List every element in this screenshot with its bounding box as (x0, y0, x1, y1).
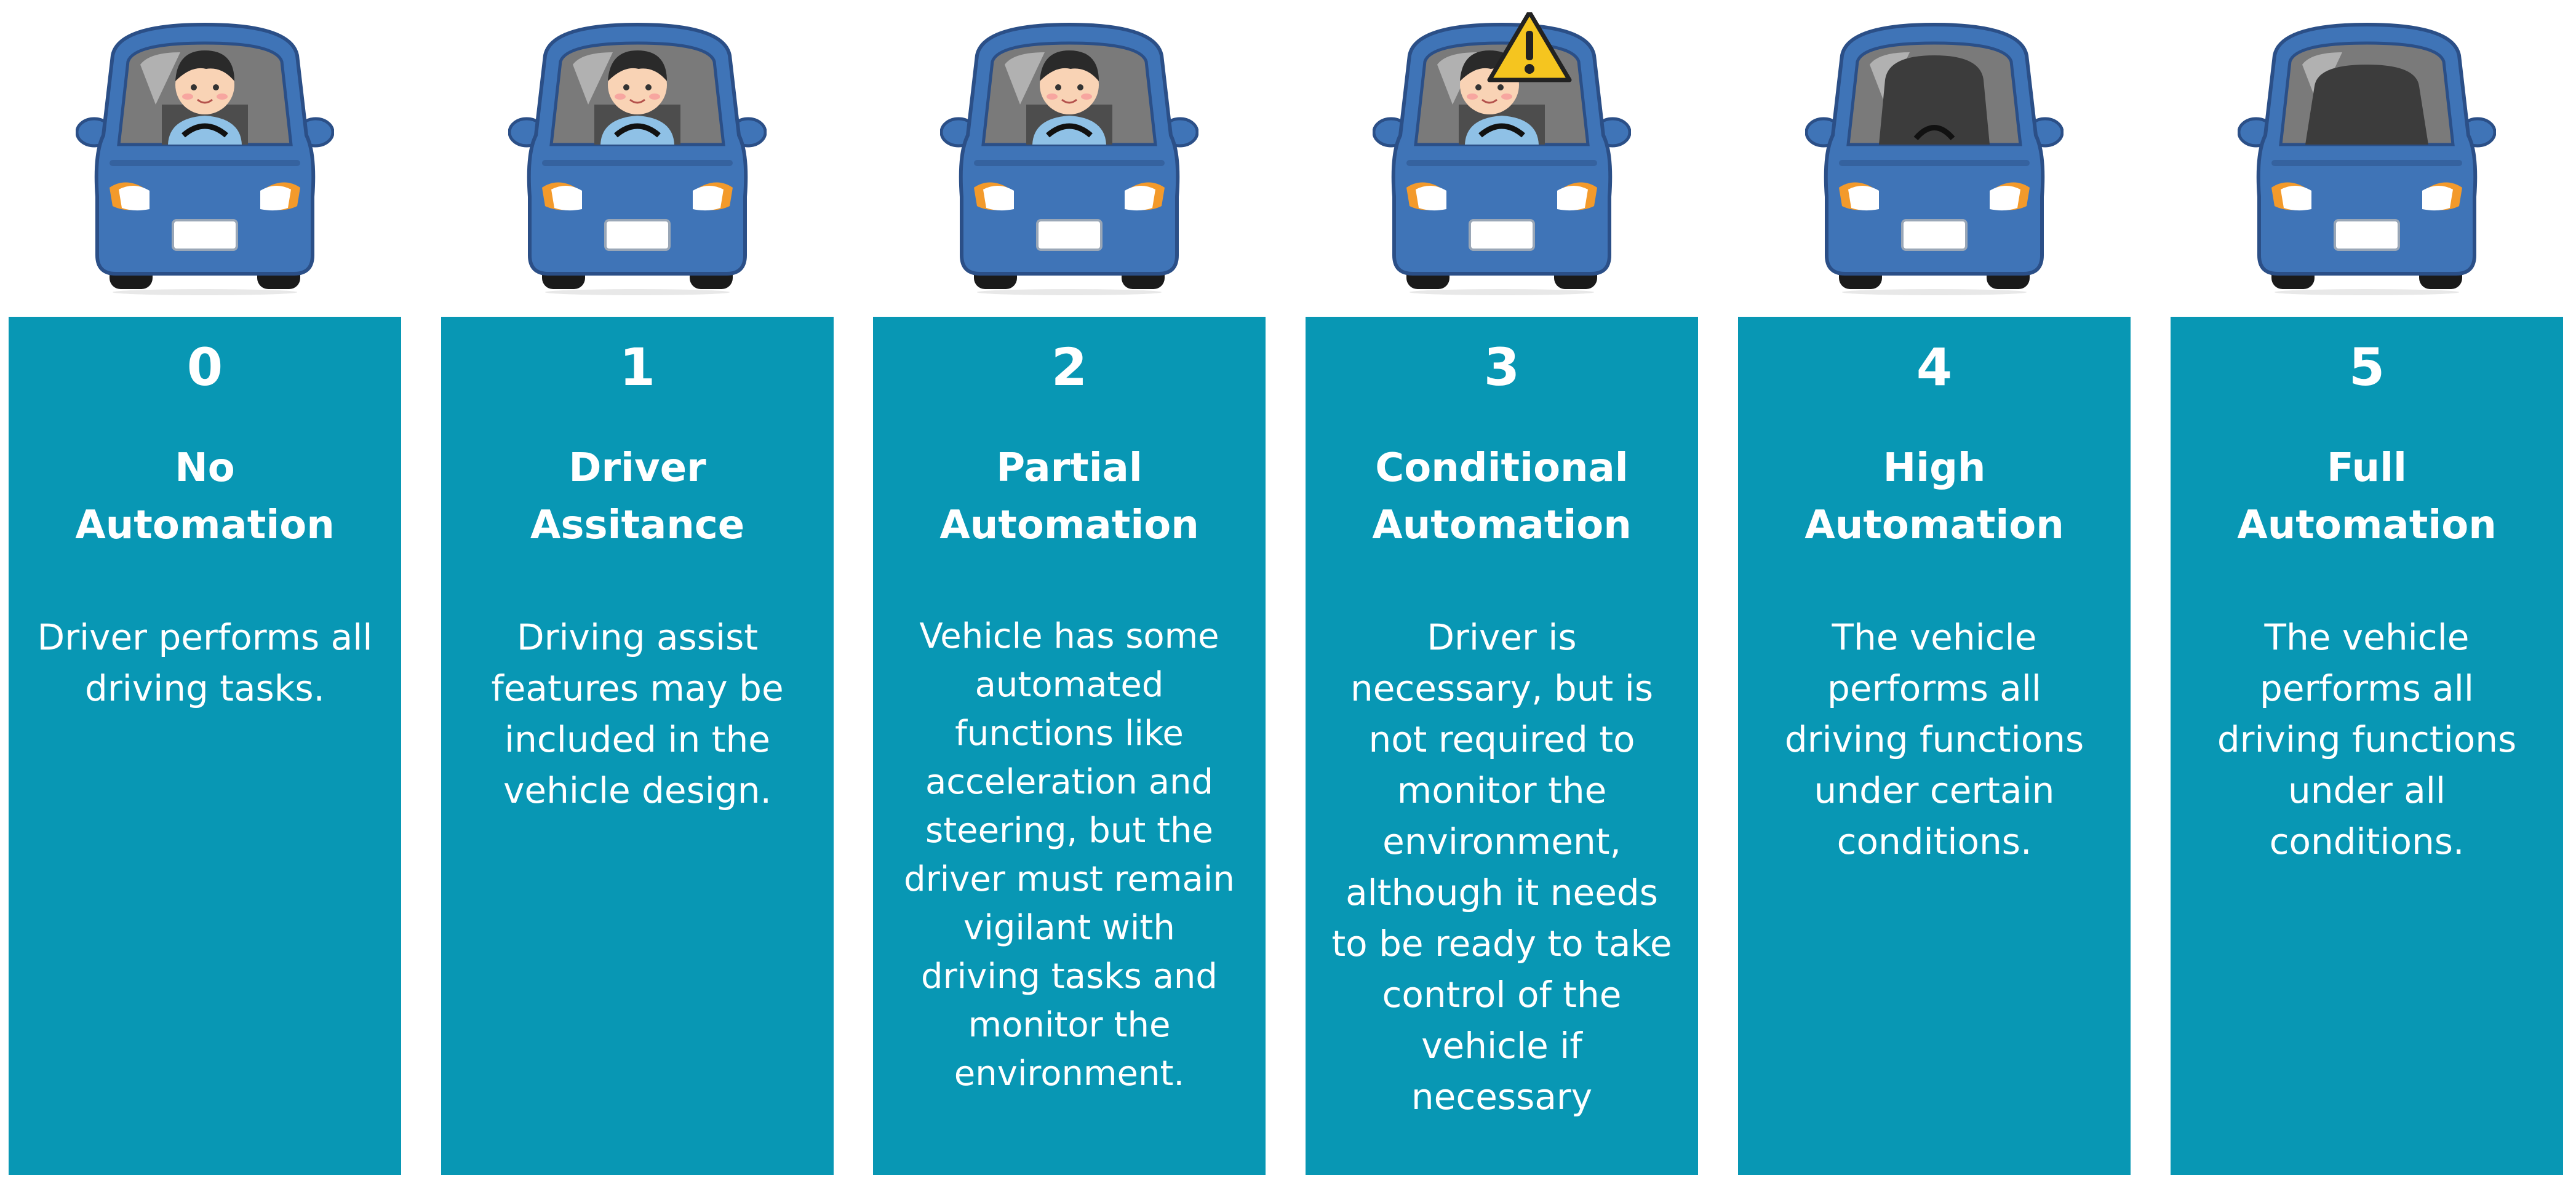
level-2-desc-line: driving tasks and (921, 956, 1218, 996)
level-5-desc-line: under all (2287, 769, 2446, 811)
car-with-driver-icon (508, 22, 767, 295)
level-4-title-line: High (1883, 445, 1986, 491)
level-1-title-line: Driver (568, 445, 706, 491)
level-4-desc-line: performs all (1827, 667, 2041, 709)
level-1-column: 1 Driver Assitance Driving assist featur… (441, 0, 834, 1197)
level-5-title-line: Automation (2237, 503, 2497, 548)
level-3-desc-line: not required to (1368, 718, 1635, 760)
level-1-number: 1 (619, 337, 656, 397)
level-5-desc-line: The vehicle (2264, 616, 2470, 658)
level-5-desc-line: conditions. (2269, 821, 2465, 862)
level-3-desc-line: vehicle if (1421, 1025, 1582, 1067)
level-0-column: 0 No Automation Driver performs all driv… (9, 0, 401, 1197)
level-4-title: High Automation (1738, 440, 2131, 554)
level-4-desc-line: under certain (1814, 769, 2055, 811)
car-illustration-level-4 (1738, 12, 2131, 295)
level-0-desc-line: driving tasks. (85, 667, 325, 709)
level-1-card: 1 Driver Assitance Driving assist featur… (441, 317, 834, 1175)
car-illustration-level-2 (873, 12, 1266, 295)
level-3-title-line: Automation (1372, 503, 1632, 548)
level-2-description: Vehicle has some automated functions lik… (891, 612, 1247, 1098)
level-3-desc-line: Driver is (1427, 616, 1577, 658)
level-4-desc-line: The vehicle (1832, 616, 2037, 658)
level-5-column: 5 Full Automation The vehicle performs a… (2171, 0, 2563, 1197)
level-2-desc-line: environment. (954, 1054, 1185, 1094)
level-2-desc-line: functions like (955, 714, 1184, 754)
level-5-number: 5 (2348, 337, 2385, 397)
level-1-desc-line: included in the (504, 718, 770, 760)
level-2-column: 2 Partial Automation Vehicle has some au… (873, 0, 1266, 1197)
car-without-driver-icon (1805, 22, 2064, 295)
level-0-desc-line: Driver performs all (37, 616, 373, 658)
level-3-number: 3 (1483, 337, 1520, 397)
level-1-title-line: Assitance (530, 503, 745, 548)
level-5-desc-line: driving functions (2217, 718, 2517, 760)
level-5-card: 5 Full Automation The vehicle performs a… (2171, 317, 2563, 1175)
level-4-desc-line: conditions. (1836, 821, 2032, 862)
level-4-column: 4 High Automation The vehicle performs a… (1738, 0, 2131, 1197)
level-2-desc-line: acceleration and (925, 762, 1214, 802)
level-2-title-line: Automation (939, 503, 1199, 548)
level-5-desc-line: performs all (2260, 667, 2474, 709)
level-2-number: 2 (1051, 337, 1088, 397)
car-without-driver-icon (2238, 22, 2496, 295)
level-0-title: No Automation (9, 440, 401, 554)
level-2-desc-line: steering, but the (925, 811, 1213, 851)
level-4-title-line: Automation (1804, 503, 2064, 548)
level-0-description: Driver performs all driving tasks. (27, 612, 383, 714)
level-4-description: The vehicle performs all driving functio… (1757, 612, 2112, 867)
level-3-column: 3 Conditional Automation Driver is neces… (1306, 0, 1698, 1197)
level-3-desc-line: environment, (1382, 821, 1621, 862)
level-4-card: 4 High Automation The vehicle performs a… (1738, 317, 2131, 1175)
level-2-desc-line: automated (975, 665, 1164, 705)
level-3-desc-line: to be ready to take (1331, 923, 1672, 964)
car-illustration-level-0 (9, 12, 401, 295)
level-2-card: 2 Partial Automation Vehicle has some au… (873, 317, 1266, 1175)
level-5-title-line: Full (2327, 445, 2407, 491)
level-1-desc-line: features may be (491, 667, 784, 709)
level-4-number: 4 (1916, 337, 1953, 397)
level-4-desc-line: driving functions (1784, 718, 2084, 760)
level-0-title-line: No (175, 445, 235, 491)
car-illustration-level-5 (2171, 12, 2563, 295)
level-3-description: Driver is necessary, but is not required… (1324, 612, 1680, 1123)
car-with-driver-icon (940, 22, 1198, 295)
level-2-title: Partial Automation (873, 440, 1266, 554)
level-3-desc-line: necessary, but is (1350, 667, 1654, 709)
level-1-desc-line: Driving assist (516, 616, 759, 658)
level-0-number: 0 (186, 337, 223, 397)
level-3-desc-line: monitor the (1397, 769, 1607, 811)
level-0-title-line: Automation (75, 503, 335, 548)
level-3-desc-line: necessary (1411, 1076, 1593, 1118)
level-1-title: Driver Assitance (441, 440, 834, 554)
level-3-title: Conditional Automation (1306, 440, 1698, 554)
level-1-desc-line: vehicle design. (503, 769, 772, 811)
level-3-card: 3 Conditional Automation Driver is neces… (1306, 317, 1698, 1175)
level-2-title-line: Partial (996, 445, 1142, 491)
warning-icon (1487, 12, 1572, 82)
level-5-title: Full Automation (2171, 440, 2563, 554)
level-2-desc-line: Vehicle has some (919, 616, 1219, 656)
level-0-card: 0 No Automation Driver performs all driv… (9, 317, 401, 1175)
level-3-title-line: Conditional (1375, 445, 1629, 491)
level-2-desc-line: vigilant with (963, 908, 1175, 948)
car-illustration-level-3 (1306, 12, 1698, 295)
car-with-driver-icon (76, 22, 334, 295)
level-2-desc-line: monitor the (968, 1005, 1171, 1045)
level-3-desc-line: control of the (1382, 974, 1622, 1016)
car-with-driver-warning-icon (1373, 12, 1631, 295)
level-2-desc-line: driver must remain (904, 859, 1235, 899)
car-illustration-level-1 (441, 12, 834, 295)
level-3-desc-line: although it needs (1346, 872, 1658, 913)
level-5-description: The vehicle performs all driving functio… (2189, 612, 2545, 867)
level-1-description: Driving assist features may be included … (460, 612, 815, 816)
